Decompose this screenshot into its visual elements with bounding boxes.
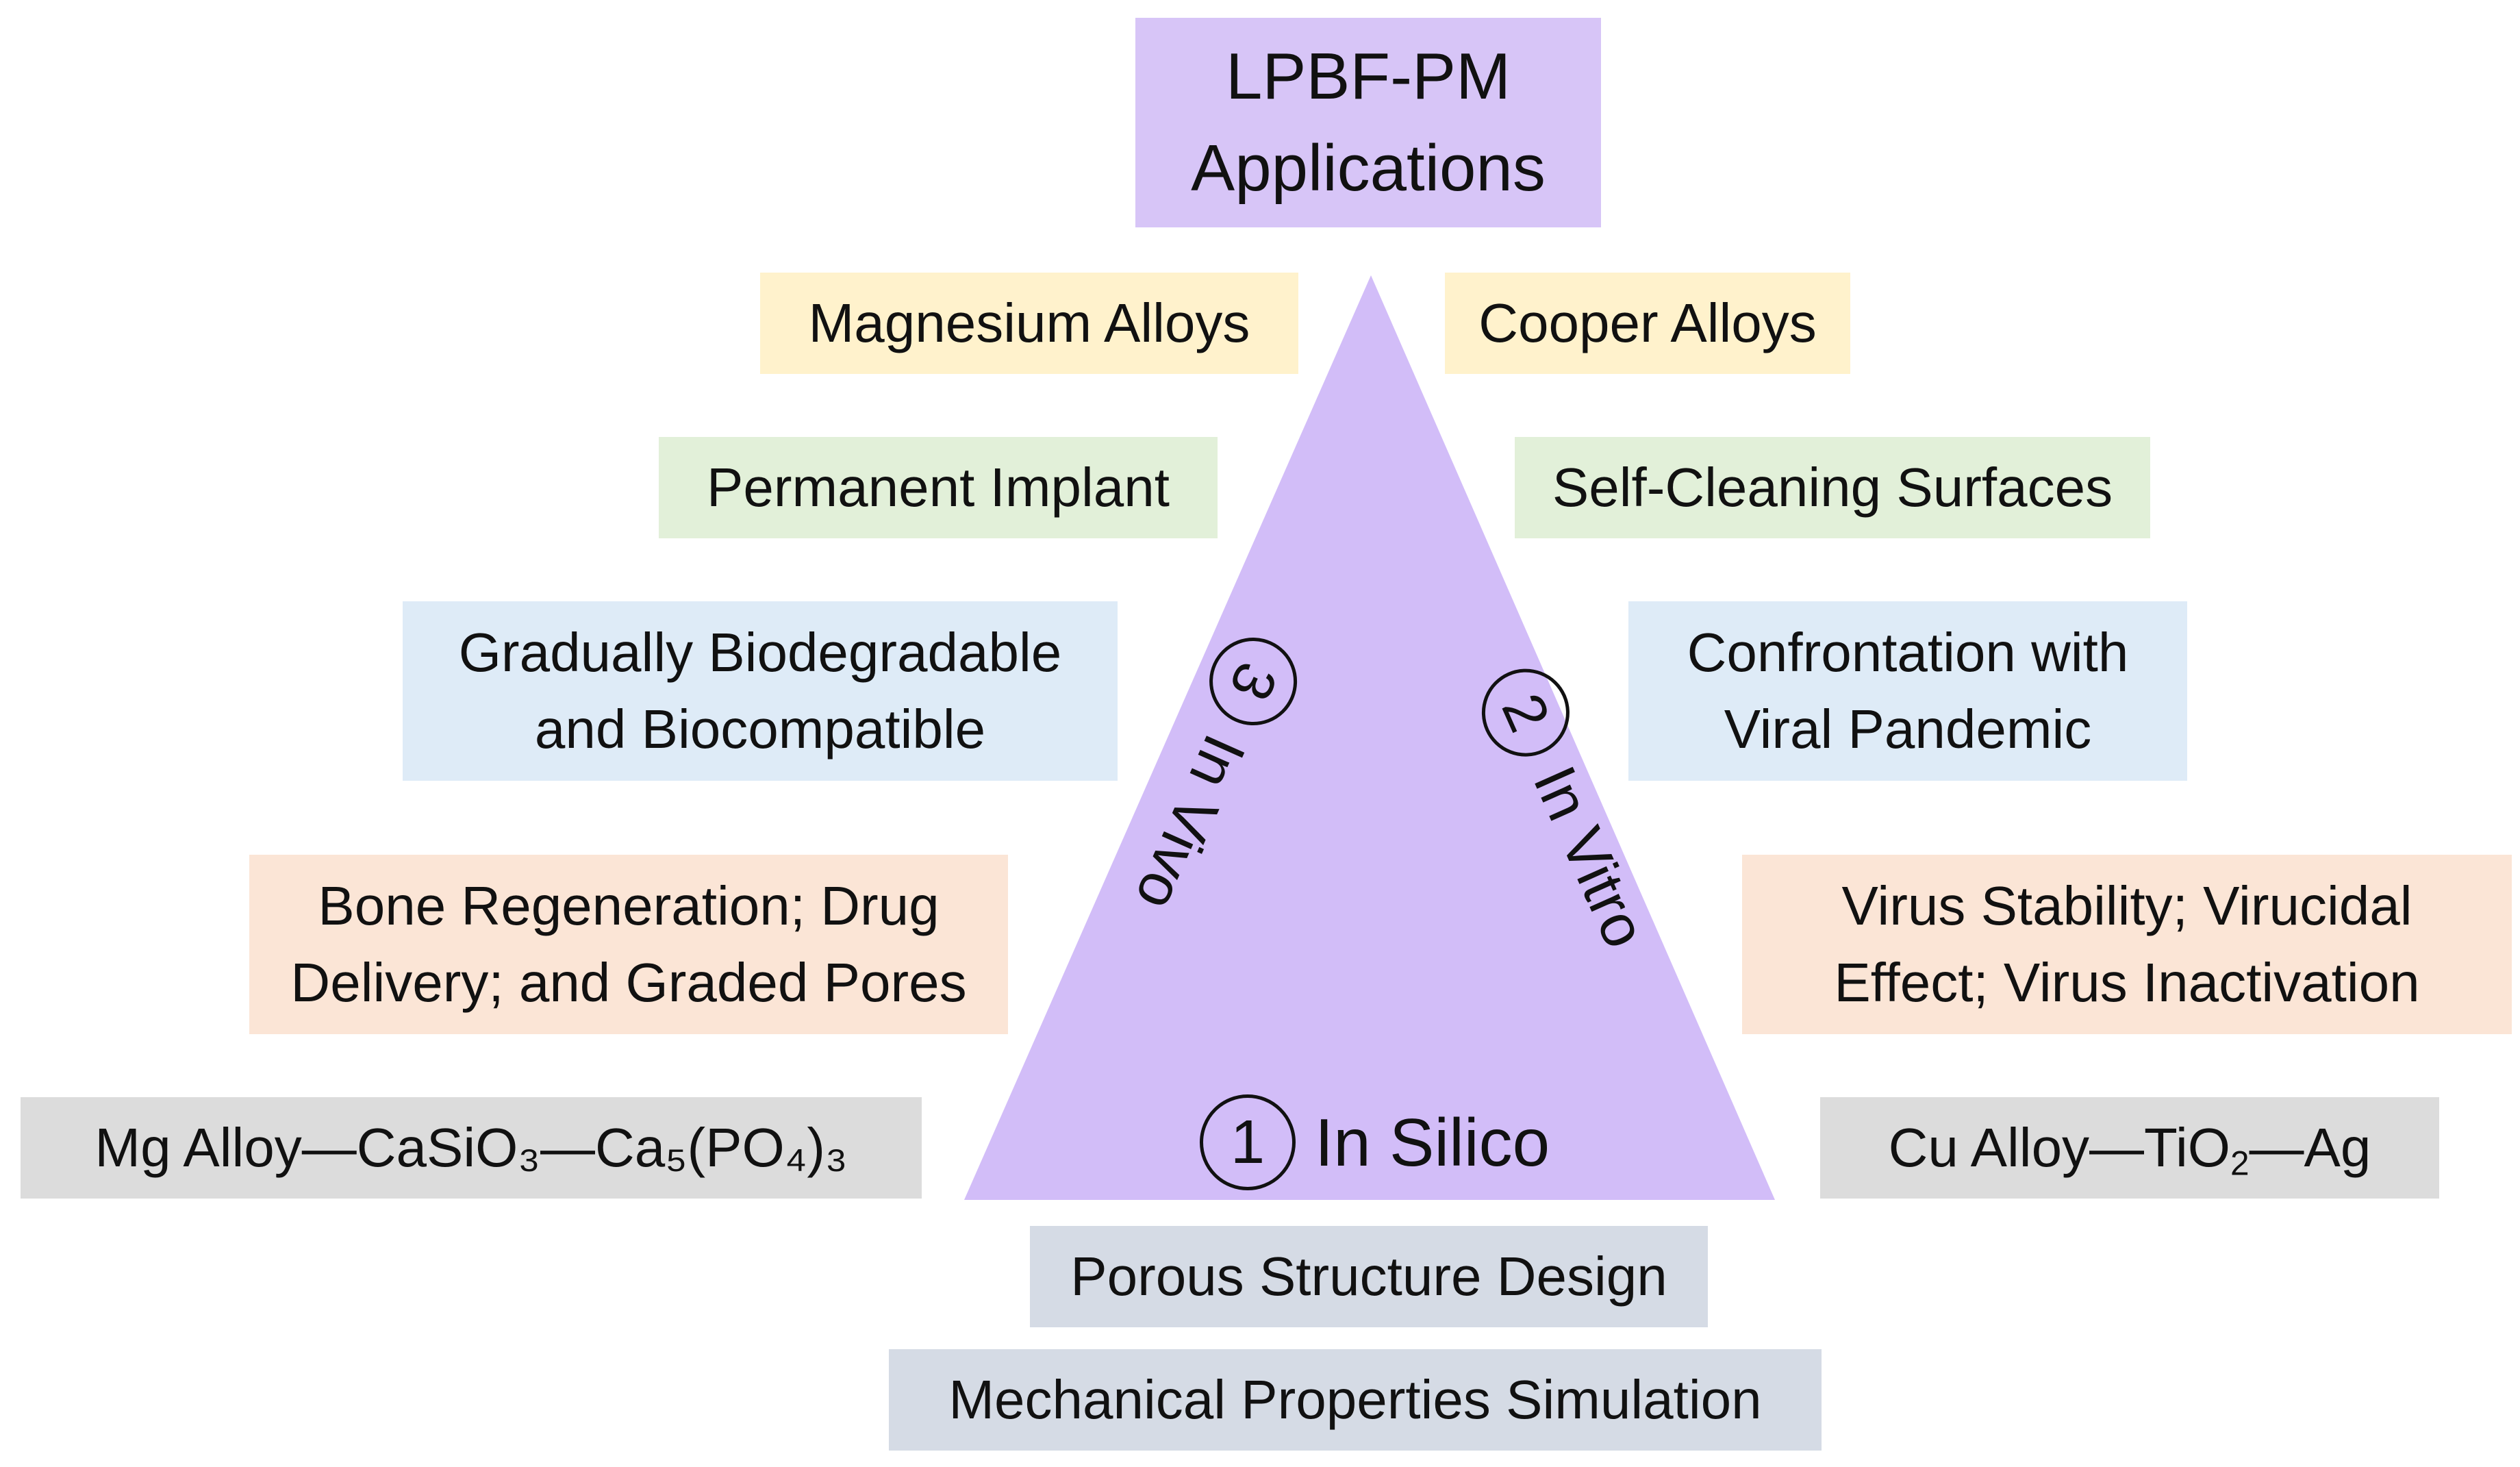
permanent-implant-box: Permanent Implant: [659, 437, 1218, 538]
viral-pandemic-box: Confrontation with Viral Pandemic: [1628, 601, 2187, 781]
self-cleaning-box: Self-Cleaning Surfaces: [1515, 437, 2150, 538]
porous-structure-box: Porous Structure Design: [1030, 1226, 1708, 1327]
in-silico-label: 1 In Silico: [1200, 1094, 1550, 1190]
biodegradable-box: Gradually Biodegradable and Biocompatibl…: [403, 601, 1118, 781]
mg-composite-box: Mg Alloy—CaSiO₃—Ca₅(PO₄)₃: [21, 1097, 922, 1199]
viral-pandemic-line-1: Confrontation with: [1687, 622, 2129, 683]
cooper-alloys-box: Cooper Alloys: [1445, 273, 1850, 374]
cu-composite-part-b: —Ag: [2249, 1117, 2371, 1178]
porous-structure-label: Porous Structure Design: [1070, 1246, 1667, 1307]
mechanical-simulation-box: Mechanical Properties Simulation: [889, 1349, 1822, 1451]
in-silico-text: In Silico: [1315, 1105, 1550, 1180]
cu-composite-subscript: 2: [2230, 1144, 2250, 1183]
cu-composite-box: Cu Alloy—TiO2—Ag: [1820, 1097, 2439, 1199]
central-triangle: [964, 275, 1775, 1200]
cooper-alloys-label: Cooper Alloys: [1478, 292, 1817, 353]
mg-composite-label: Mg Alloy—CaSiO₃—Ca₅(PO₄)₃: [94, 1117, 848, 1178]
viral-pandemic-line-2: Viral Pandemic: [1724, 699, 2092, 760]
mechanical-simulation-label: Mechanical Properties Simulation: [948, 1369, 1762, 1430]
cu-composite-part-a: Cu Alloy—TiO: [1888, 1117, 2230, 1178]
title-line-1: LPBF-PM: [1225, 40, 1511, 113]
bone-regeneration-box: Bone Regeneration; Drug Delivery; and Gr…: [249, 855, 1008, 1034]
title-box: LPBF-PM Applications: [1135, 18, 1601, 227]
biodegradable-line-1: Gradually Biodegradable: [458, 622, 1062, 683]
self-cleaning-label: Self-Cleaning Surfaces: [1552, 457, 2113, 518]
permanent-implant-label: Permanent Implant: [707, 457, 1170, 518]
cu-composite-label: Cu Alloy—TiO2—Ag: [1889, 1109, 2371, 1186]
magnesium-alloys-label: Magnesium Alloys: [808, 292, 1250, 353]
bone-regeneration-line-2: Delivery; and Graded Pores: [290, 952, 967, 1013]
step-1-circle-icon: 1: [1200, 1094, 1296, 1190]
magnesium-alloys-box: Magnesium Alloys: [760, 273, 1298, 374]
biodegradable-line-2: and Biocompatible: [534, 699, 986, 760]
bone-regeneration-line-1: Bone Regeneration; Drug: [318, 875, 940, 936]
title-line-2: Applications: [1191, 131, 1546, 205]
virus-stability-box: Virus Stability; Virucidal Effect; Virus…: [1742, 855, 2512, 1034]
virus-stability-line-2: Effect; Virus Inactivation: [1834, 952, 2420, 1013]
virus-stability-line-1: Virus Stability; Virucidal: [1841, 875, 2412, 936]
